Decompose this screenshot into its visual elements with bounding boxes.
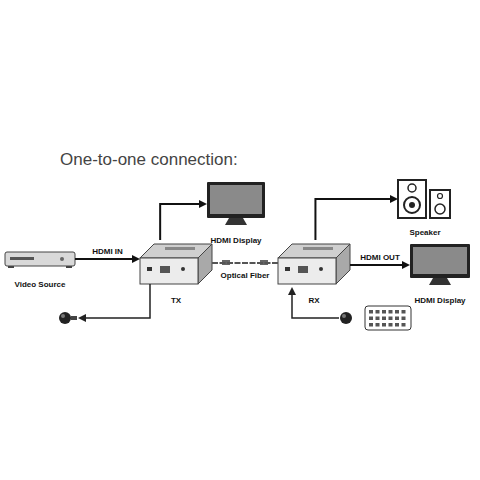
fiber-cable-line [212,263,278,264]
rx-unit [278,244,350,284]
device-label: Video Source [15,280,66,289]
edge-label: HDMI IN [90,247,125,256]
hdmi-display: HDMI Display [410,244,470,286]
arrow-head [402,261,410,269]
device-label: TX [171,296,181,305]
edge-label: Optical Fiber [219,271,272,280]
tx-unit: TX [140,240,212,286]
device-label: Speaker [409,228,440,237]
remote-control [365,306,411,330]
arrow-head [390,195,398,203]
ir-emitter-rx [288,287,352,324]
rx-unit: RX [278,240,350,286]
hdmi-display-monitor [207,182,265,225]
signal-arrow [350,261,410,269]
arrow-head [199,200,207,208]
speaker-icon [398,180,450,218]
signal-arrow [75,255,140,263]
tx-unit [140,244,212,284]
signal-arrow [315,195,398,240]
ir-sensor-tx [59,284,150,324]
title: One-to-one connection: [60,150,238,170]
arrow-head [132,255,140,263]
video-source-player [5,252,75,268]
device-label: HDMI Display [210,236,261,245]
signal-arrow [160,200,207,240]
hdmi-display-monitor [410,244,470,285]
device-label: HDMI Display [414,296,465,305]
device-label: RX [308,296,319,305]
hdmi-display: HDMI Display [207,182,265,226]
video-source: Video Source [5,248,75,270]
edge-label: HDMI OUT [358,253,402,262]
speaker: Speaker [398,180,452,218]
